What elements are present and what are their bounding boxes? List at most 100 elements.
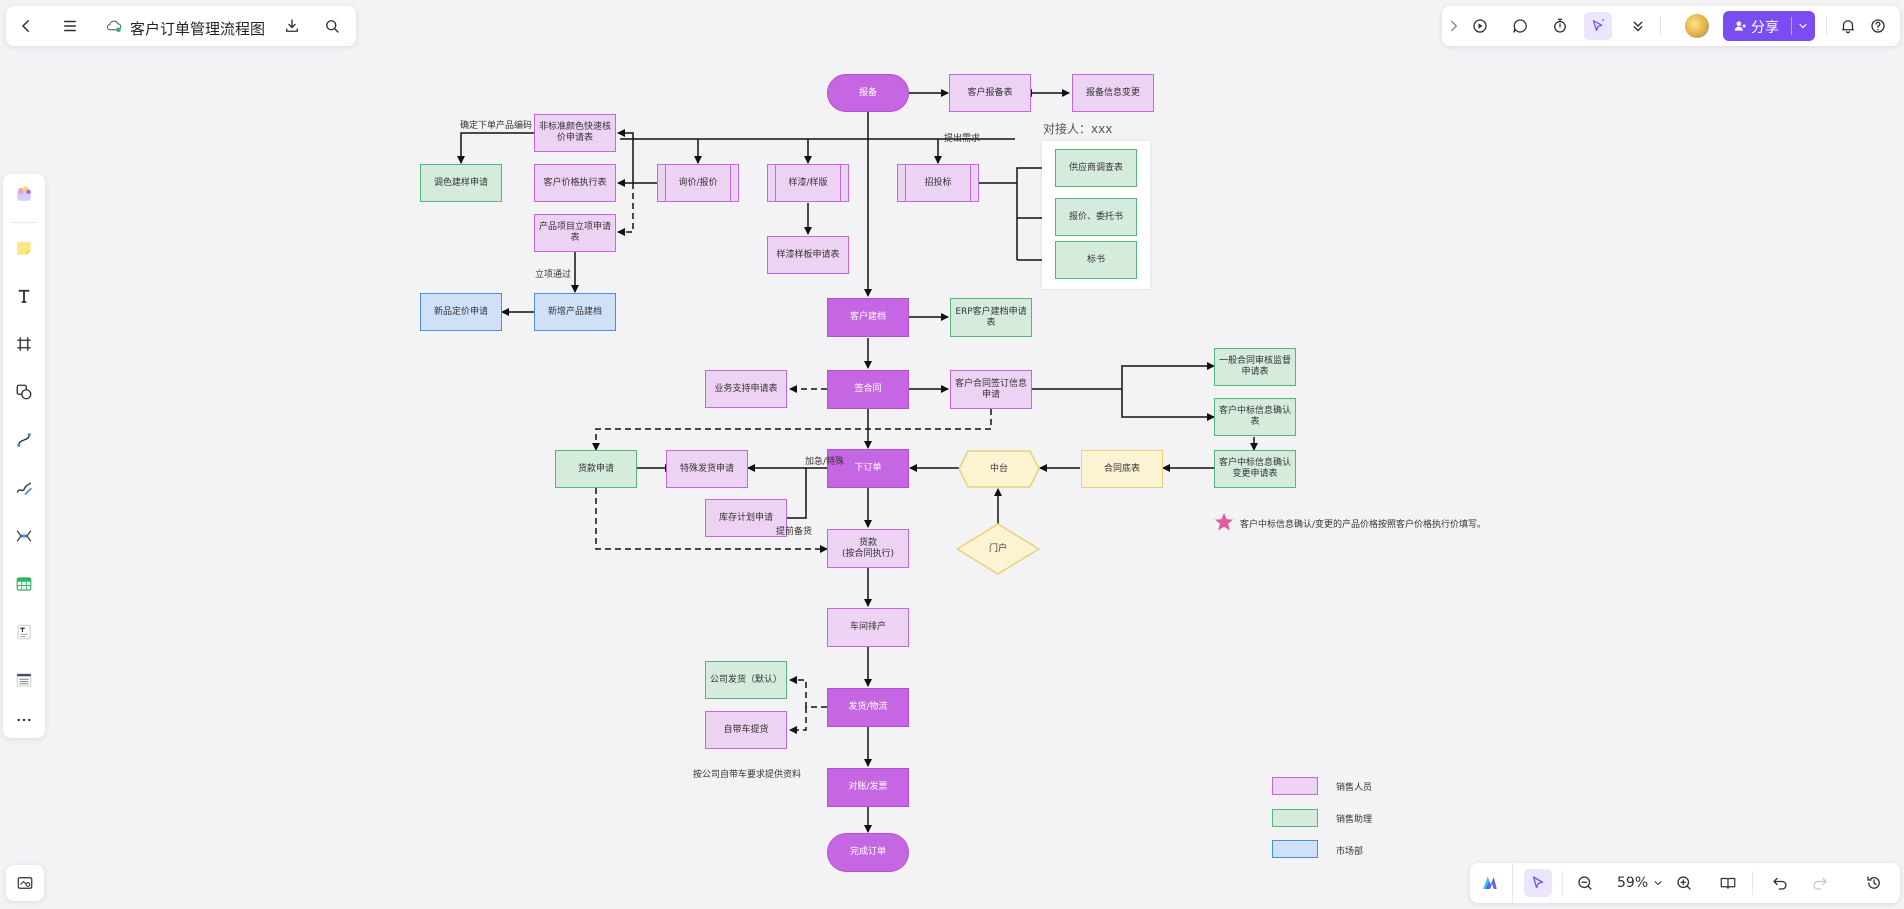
menu-button[interactable] <box>56 12 84 40</box>
node-tender[interactable]: 标书 <box>1055 241 1137 279</box>
node-sign-contract[interactable]: 签合同 <box>827 370 909 409</box>
node-business-support[interactable]: 业务支持申请表 <box>705 370 787 408</box>
download-icon <box>286 19 298 32</box>
node-workshop[interactable]: 车间排产 <box>827 608 909 647</box>
node-report-change[interactable]: 报备信息变更 <box>1072 74 1154 112</box>
node-contract-base[interactable]: 合同底表 <box>1081 450 1163 488</box>
node-customer-price[interactable]: 客户价格执行表 <box>534 164 616 202</box>
zoom-in-button[interactable] <box>1670 869 1698 897</box>
shape-tool[interactable] <box>10 378 38 406</box>
node-new-product[interactable]: 新增产品建档 <box>534 293 616 331</box>
node-contract-info[interactable]: 客户合同签订信息申请 <box>950 370 1032 409</box>
mindmap-icon <box>16 530 32 542</box>
node-self-pickup[interactable]: 自带车提货 <box>705 711 787 749</box>
zoom-dropdown-icon[interactable] <box>1652 877 1664 889</box>
undo-icon <box>1773 877 1787 890</box>
notifications-button[interactable] <box>1834 12 1862 40</box>
node-customer-file[interactable]: 客户建档 <box>827 298 909 337</box>
timer-button[interactable] <box>1546 12 1574 40</box>
share-label: 分享 <box>1751 20 1779 36</box>
follow-cursor-button[interactable] <box>1584 12 1612 40</box>
node-bid-change[interactable]: 客户中标信息确认变更申请表 <box>1214 450 1296 488</box>
node-supplier-survey[interactable]: 供应商调查表 <box>1055 149 1137 187</box>
node-sample[interactable]: 样漆/样版 <box>767 164 849 202</box>
node-bid-confirm[interactable]: 客户中标信息确认表 <box>1214 398 1296 436</box>
minimap-button[interactable] <box>11 869 39 897</box>
node-quote-delegation[interactable]: 报价、委托书 <box>1055 198 1137 236</box>
node-payment[interactable]: 货款 (按合同执行) <box>827 529 909 568</box>
node-nonstandard-color[interactable]: 非标准颜色快速核价申请表 <box>534 114 616 152</box>
text-tool[interactable] <box>10 282 38 310</box>
node-complete-order[interactable]: 完成订单 <box>827 833 909 872</box>
table-tool[interactable] <box>10 570 38 598</box>
redo-button[interactable] <box>1806 869 1834 897</box>
node-reconcile-invoice[interactable]: 对账/发票 <box>827 768 909 807</box>
legend-market: 市场部 <box>1336 847 1364 857</box>
chevron-down-icon[interactable] <box>1797 20 1809 32</box>
search-button[interactable] <box>318 12 346 40</box>
note-text: 客户中标信息确认/变更的产品价格按照客户价格执行价填写。 <box>1240 520 1487 530</box>
node-color-sample[interactable]: 调色建样申请 <box>420 164 502 202</box>
zoom-out-button[interactable] <box>1571 869 1599 897</box>
legend-sales: 销售人员 <box>1336 783 1373 793</box>
sticky-note-icon <box>17 242 31 255</box>
node-payment-request[interactable]: 货款申请 <box>555 450 637 488</box>
connector-tool[interactable] <box>10 426 38 454</box>
list-tool[interactable] <box>10 666 38 694</box>
ai-assistant-button[interactable] <box>1476 869 1504 897</box>
expand-toolbar-button[interactable] <box>1444 12 1464 40</box>
select-tool-button[interactable] <box>1524 869 1552 897</box>
node-product-project[interactable]: 产品项目立项申请表 <box>534 214 616 252</box>
zoom-level[interactable]: 59% <box>1617 875 1649 891</box>
toolbar-divider <box>1562 871 1563 895</box>
frame-tool[interactable] <box>10 330 38 358</box>
node-inquiry-quote[interactable]: 询价/报价 <box>657 164 739 202</box>
comment-button[interactable] <box>1506 12 1534 40</box>
shape-icon <box>16 384 32 400</box>
node-company-shipping[interactable]: 公司发货（默认） <box>705 661 787 699</box>
pen-tool[interactable] <box>10 474 38 502</box>
node-middle-platform[interactable]: 中台 <box>989 463 1008 474</box>
templates-tool[interactable] <box>10 180 38 208</box>
cursor-follow-icon <box>1592 18 1605 32</box>
reading-mode-button[interactable] <box>1714 869 1742 897</box>
back-button[interactable] <box>12 12 40 40</box>
pen-icon <box>16 482 32 495</box>
cloud-sync-status[interactable] <box>100 12 128 40</box>
toolbar-divider <box>1660 16 1661 36</box>
avatar[interactable] <box>1685 14 1709 38</box>
sticky-note-tool[interactable] <box>10 234 38 262</box>
document-title[interactable]: 客户订单管理流程图 <box>130 20 266 38</box>
label-raise-demand: 提出需求 <box>944 134 981 144</box>
history-button[interactable] <box>1860 869 1888 897</box>
mindmap-tool[interactable] <box>10 522 38 550</box>
node-inventory-plan[interactable]: 库存计划申请 <box>705 499 787 537</box>
more-tools-button[interactable] <box>1624 12 1652 40</box>
more-tools-palette[interactable] <box>10 706 38 734</box>
node-bidding[interactable]: 招投标 <box>897 164 979 202</box>
node-special-shipping[interactable]: 特殊发货申请 <box>666 450 748 488</box>
undo-button[interactable] <box>1766 869 1794 897</box>
node-baobei[interactable]: 报备 <box>827 74 909 112</box>
left-tool-palette <box>3 174 45 738</box>
minimap-icon <box>17 877 33 889</box>
bottom-left-panel <box>6 865 44 901</box>
present-button[interactable] <box>1466 12 1494 40</box>
node-customer-report[interactable]: 客户报备表 <box>949 74 1031 112</box>
node-general-contract[interactable]: 一般合同审核监督申请表 <box>1214 348 1296 386</box>
document-tool[interactable] <box>10 618 38 646</box>
comment-icon <box>1513 19 1527 33</box>
node-shipping-logistics[interactable]: 发货/物流 <box>827 688 909 727</box>
help-button[interactable] <box>1864 12 1892 40</box>
node-sample-request[interactable]: 样漆样板申请表 <box>767 236 849 274</box>
download-button[interactable] <box>278 12 306 40</box>
node-erp-file[interactable]: ERP客户建档申请表 <box>950 298 1032 337</box>
double-chevron-down-icon <box>1633 21 1643 32</box>
node-place-order[interactable]: 下订单 <box>827 449 909 488</box>
node-new-pricing[interactable]: 新品定价申请 <box>420 293 502 331</box>
templates-icon <box>17 186 31 201</box>
frame-icon <box>17 337 31 351</box>
node-portal[interactable]: 门户 <box>988 543 1007 554</box>
share-button[interactable]: 分享 <box>1723 11 1815 41</box>
